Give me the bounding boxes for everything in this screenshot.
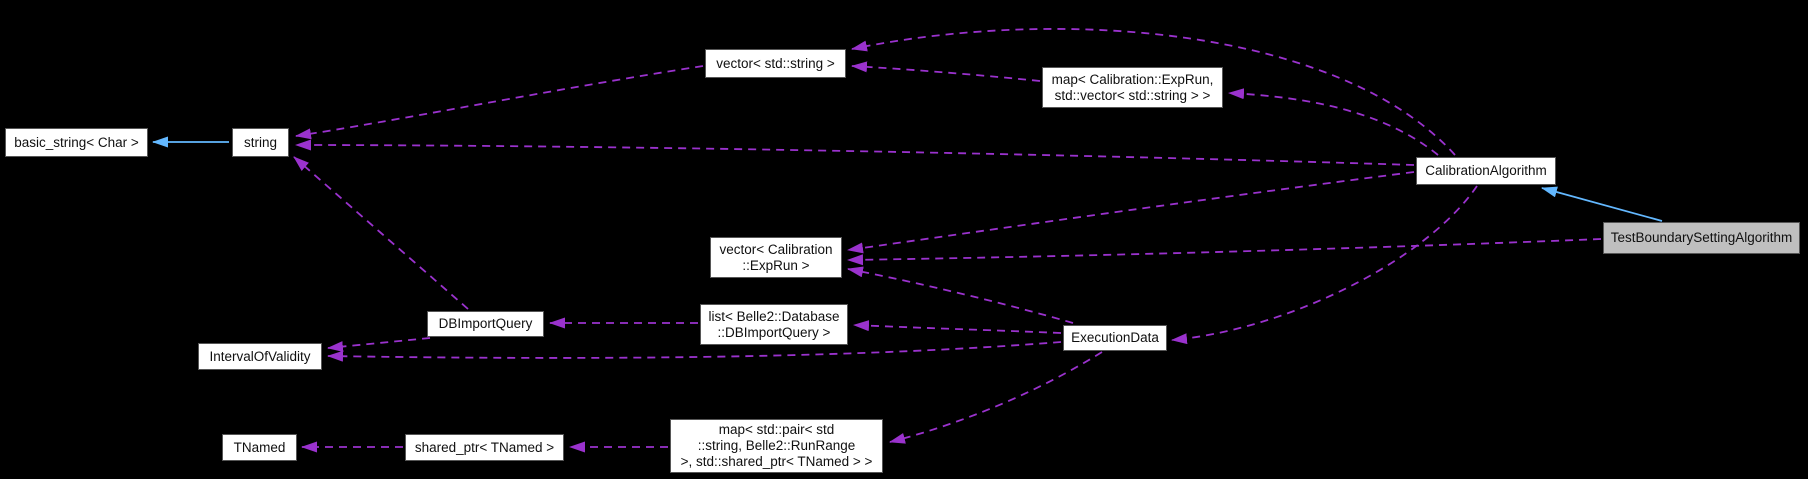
node-tnamed[interactable]: TNamed	[222, 434, 297, 461]
node-label: ::string, Belle2::RunRange	[697, 438, 856, 453]
edge-map-exprun-to-vector-string	[851, 61, 1041, 82]
node-label: CalibrationAlgorithm	[1425, 163, 1547, 178]
node-label: map< Calibration::ExpRun,	[1051, 71, 1214, 87]
node-interval-of-validity[interactable]: IntervalOfValidity	[198, 343, 322, 370]
node-label: ExecutionData	[1071, 330, 1159, 345]
edge-calibrationalgorithm-to-executiondata	[1171, 185, 1478, 345]
edge-executiondata-to-vector-exprun	[847, 266, 1074, 324]
edge-executiondata-to-intervalofvalidity	[327, 341, 1062, 362]
node-string[interactable]: string	[232, 128, 289, 157]
node-calibration-algorithm[interactable]: CalibrationAlgorithm	[1416, 157, 1556, 185]
node-label: map< std::pair< std	[718, 422, 835, 437]
edge-calibrationalgorithm-to-string	[295, 139, 1415, 166]
node-label: basic_string< Char >	[14, 134, 139, 150]
node-map-pair-runrange[interactable]: map< std::pair< std ::string, Belle2::Ru…	[670, 419, 883, 473]
edge-testboundary-to-calibrationalgorithm	[1541, 186, 1663, 222]
node-vector-exprun[interactable]: vector< Calibration ::ExpRun >	[710, 237, 842, 278]
edge-dbimportquery-to-intervalofvalidity	[327, 337, 431, 353]
node-execution-data[interactable]: ExecutionData	[1063, 325, 1167, 351]
node-map-exprun-vector[interactable]: map< Calibration::ExpRun, std::vector< s…	[1042, 67, 1223, 108]
node-label: string	[243, 134, 277, 150]
node-label: std::vector< std::string > >	[1054, 87, 1211, 103]
node-label: vector< Calibration	[719, 241, 833, 257]
edge-dbimportquery-to-string	[293, 156, 469, 310]
edge-calibrationalgorithm-to-map-exprun	[1228, 88, 1439, 156]
edge-calibrationalgorithm-to-vector-exprun	[847, 171, 1415, 254]
node-label: TNamed	[233, 439, 286, 455]
node-label: >, std::shared_ptr< TNamed > >	[680, 454, 873, 469]
node-label: shared_ptr< TNamed >	[414, 439, 555, 455]
node-test-boundary-setting-algorithm[interactable]: TestBoundarySettingAlgorithm	[1603, 222, 1800, 254]
edge-executiondata-to-list-dbimportquery	[853, 320, 1062, 334]
node-label: list< Belle2::Database	[708, 308, 840, 324]
node-list-db-import-query[interactable]: list< Belle2::Database ::DBImportQuery >	[700, 304, 848, 345]
edge-vector-string-to-string	[295, 65, 704, 140]
edge-testboundary-to-vector-exprun	[847, 238, 1602, 266]
node-vector-std-string[interactable]: vector< std::string >	[705, 49, 846, 78]
node-label: ::ExpRun >	[742, 257, 810, 273]
node-label: IntervalOfValidity	[209, 348, 311, 364]
node-label: TestBoundarySettingAlgorithm	[1610, 230, 1793, 245]
node-label: DBImportQuery	[438, 316, 533, 331]
node-db-import-query[interactable]: DBImportQuery	[427, 311, 544, 337]
node-basic-string[interactable]: basic_string< Char >	[5, 128, 148, 157]
node-shared-ptr-tnamed[interactable]: shared_ptr< TNamed >	[405, 434, 564, 461]
edge-calibrationalgorithm-to-vector-string	[851, 28, 1456, 156]
edge-executiondata-to-map-pair	[889, 351, 1103, 444]
node-label: vector< std::string >	[716, 55, 835, 71]
node-label: ::DBImportQuery >	[717, 324, 831, 340]
